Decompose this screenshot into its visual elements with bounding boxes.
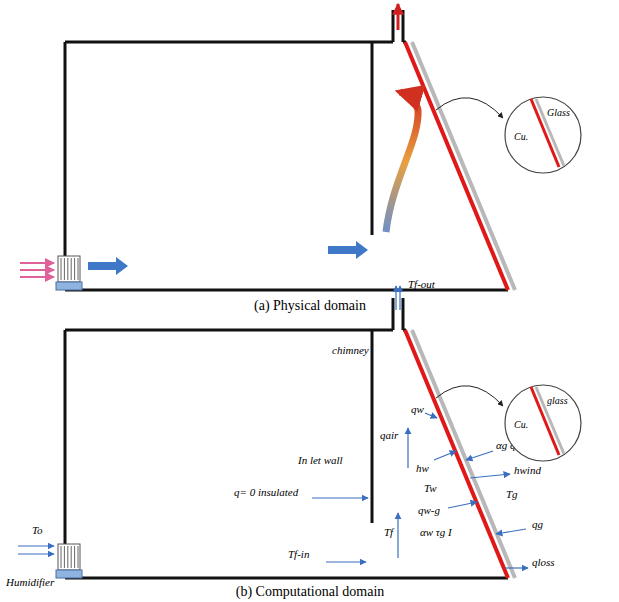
inset-circle-outline [505,97,581,173]
glass-cover [412,42,515,290]
inset-circle: Cu. glass [503,383,583,463]
duct-wall [65,329,393,332]
quantity-label: qloss [532,556,555,569]
inset-circle: Cu. Glass [503,95,583,175]
insulated-wall-arrow [312,497,368,498]
duct-wall [371,42,374,235]
quantity-label: Tw [424,482,437,495]
quantity-label: qw-g [418,504,440,517]
humidifier-fin [64,546,65,568]
inlet-air-arrow [18,553,54,554]
quantity-label: hw [416,462,429,475]
glass-cover [412,330,515,578]
humidifier-fin [78,546,79,568]
inlet-air-arrow [20,269,54,271]
inlet-air-arrow [20,276,54,278]
air-heat-arrow [407,428,408,468]
duct-wall [392,298,395,330]
inset-leader [436,386,503,406]
quantity-label: qg [532,518,543,531]
quantity-label: Humidifier [6,576,54,589]
loss-arrow [505,567,528,568]
wind-arrow [470,474,510,478]
quantity-label: q= 0 insulated [234,486,298,499]
duct-wall [64,42,67,258]
inlet-air-arrow [18,545,54,546]
exhaust-arrow [397,4,400,30]
quantity-label: Tf-out [408,278,435,291]
panel-caption: (b) Computational domain [236,584,385,600]
duct-wall [402,298,405,330]
quantity-label: In let wall [298,454,343,467]
convection-arrow [434,451,456,460]
quantity-label: Tf [384,526,393,539]
humidifier-fin [61,546,62,568]
inlet-air-arrow [20,262,54,264]
quantity-label: hwind [514,464,541,477]
copper-absorber [405,330,508,578]
duct-wall [402,10,405,42]
computational-panel [18,286,528,578]
duct-wall [371,330,374,523]
humidifier-fin [74,546,75,568]
quantity-label: αw τg I [420,526,452,539]
quantity-label: qair [380,429,398,442]
outflow-arrow [395,286,396,310]
quantity-label: chimney [332,344,369,357]
copper-absorber [405,42,508,290]
air-flow-arrow [88,257,128,275]
humidifier-pad [58,256,80,282]
duct-wall [65,41,393,44]
radiation-arrow [448,502,477,508]
quantity-label: qw [411,403,424,416]
layer-label: Glass [547,107,570,119]
inset-circle-outline [505,385,581,461]
humidifier-fin [64,258,65,280]
heated-air-arrow [386,92,418,232]
physical-panel [20,4,515,290]
inset-leader [436,98,503,118]
wall-heat-arrow [425,413,437,418]
humidifier-fin [74,258,75,280]
solar-arrow [466,451,493,460]
quantity-label: Tf-in [288,548,309,561]
duct-wall [392,10,395,42]
layer-label: glass [547,395,568,407]
humidifier-fin [71,546,72,568]
duct-wall [65,289,508,292]
humidifier-tank [56,570,82,578]
duct-wall [65,577,508,580]
air-flow-arrow [328,241,368,259]
humidifier-fin [61,258,62,280]
humidifier-fin [78,258,79,280]
quantity-label: Tg [506,488,518,501]
quantity-label: To [32,524,43,537]
glass-heat-arrow [496,529,526,534]
humidifier-tank [56,282,82,290]
humidifier-fin [67,258,68,280]
inlet-flow-arrow [326,561,366,562]
humidifier-pad [58,544,80,570]
duct-wall [64,330,67,546]
humidifier-fin [71,258,72,280]
panel-caption: (a) Physical domain [254,298,366,314]
layer-label: Cu. [514,131,528,143]
layer-label: Cu. [514,419,528,431]
fluid-temp-arrow [397,513,398,558]
humidifier-fin [67,546,68,568]
outflow-arrow [399,286,400,310]
